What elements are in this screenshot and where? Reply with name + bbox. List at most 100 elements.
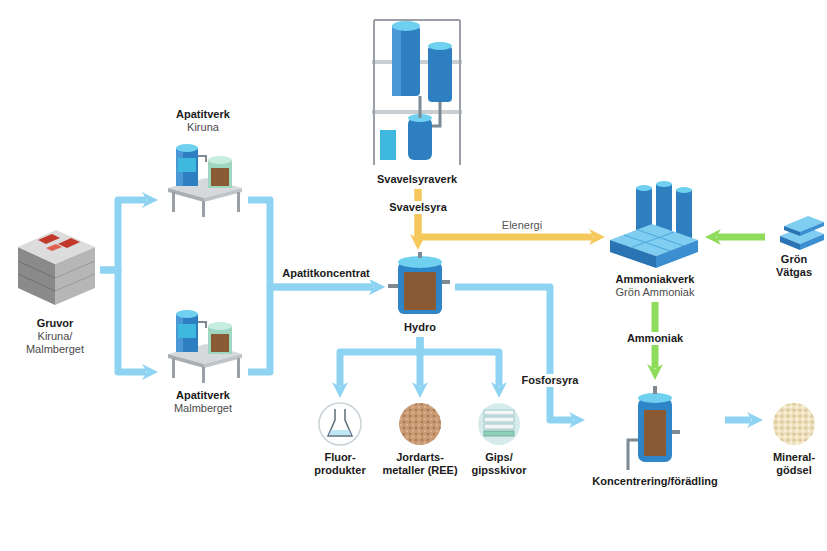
flow-arrow: [725, 417, 751, 424]
art-shape: [784, 226, 800, 236]
art-shape: [392, 21, 420, 31]
art-shape: [676, 187, 692, 193]
node-subtitle: Kiruna: [187, 121, 219, 134]
art-shape: [373, 20, 375, 165]
ree-icon: [399, 403, 441, 445]
art-shape: [484, 431, 514, 436]
art-shape: [656, 240, 698, 268]
process-node: Koncentrering/förädling: [585, 380, 725, 491]
process-node: Svavelsyraverk: [362, 5, 472, 189]
process-node: GruvorKiruna/ Malmberget: [10, 222, 100, 359]
flow-arrow: [420, 337, 499, 386]
icon-space: [794, 401, 795, 451]
art-shape: [638, 398, 672, 462]
art-shape: [38, 234, 60, 244]
art-shape: [408, 118, 432, 160]
art-shape: [676, 190, 692, 240]
flow-arrow: [455, 287, 573, 420]
node-title: Grön Vätgas: [772, 253, 816, 279]
art-shape: [399, 403, 441, 445]
art-shape: [380, 130, 396, 160]
art-shape: [656, 181, 672, 187]
icon-space: [55, 225, 56, 317]
art-shape: [644, 410, 666, 456]
node-title: Apatitverk: [176, 389, 230, 402]
art-shape: [420, 96, 440, 126]
art-shape: [428, 42, 452, 50]
art-shape: [672, 430, 680, 434]
node-title: Ammoniakverk: [616, 273, 695, 286]
icon-space: [499, 401, 500, 451]
ammonia-plant: [610, 181, 698, 268]
icon-space: [655, 383, 656, 475]
art-shape: [418, 252, 422, 258]
node-title: Svavelsyraverk: [377, 173, 457, 186]
icon-space: [420, 253, 421, 321]
art-shape: [55, 274, 95, 291]
art-shape: [58, 238, 80, 248]
apatite-plant: [168, 310, 242, 383]
art-shape: [638, 230, 684, 246]
art-shape: [372, 110, 462, 114]
sulfuric-acid-plant: [372, 20, 462, 165]
art-shape: [773, 403, 815, 445]
art-shape: [55, 261, 95, 278]
art-shape: [636, 185, 652, 191]
flow-arrow: [100, 200, 146, 270]
art-shape: [398, 262, 442, 314]
process-node: AmmoniakverkGrön Ammoniak: [605, 180, 705, 302]
apatite-plant: [168, 144, 242, 217]
process-node: ApatitverkKiruna: [158, 105, 248, 219]
art-shape: [484, 417, 514, 422]
art-shape: [624, 235, 670, 251]
refining-vessel: [628, 386, 680, 470]
flow-label: Svavelsyra: [387, 201, 449, 214]
art-shape: [800, 234, 824, 250]
art-shape: [18, 261, 55, 278]
node-subtitle: Kiruna/ Malmberget: [22, 330, 88, 356]
icon-space: [203, 303, 204, 389]
art-shape: [18, 230, 95, 264]
icon-space: [203, 134, 204, 216]
icon-space: [420, 401, 421, 451]
art-shape: [328, 409, 352, 436]
flow-arrow: [248, 287, 373, 372]
art-shape: [484, 410, 514, 415]
node-title: Jordarts- metaller (REE): [380, 451, 460, 477]
node-title: Koncentrering/förädling: [592, 475, 717, 488]
art-shape: [388, 284, 398, 288]
art-shape: [392, 26, 401, 96]
art-shape: [773, 403, 815, 445]
process-node: Fluor- produkter: [310, 398, 370, 480]
art-shape: [329, 430, 351, 435]
art-shape: [484, 424, 514, 429]
art-shape: [478, 403, 520, 445]
flow-label: Ammoniak: [625, 332, 685, 345]
art-shape: [638, 393, 672, 403]
art-shape: [459, 20, 461, 165]
hydrogen-storage: [780, 216, 824, 250]
fluor-icon: [319, 403, 361, 445]
icon-space: [417, 8, 418, 173]
art-shape: [374, 19, 460, 21]
node-title: Hydro: [404, 321, 436, 334]
gypsum-icon: [478, 403, 520, 445]
icon-space: [655, 183, 656, 273]
node-title: Apatitverk: [176, 108, 230, 121]
flow-label: Apatitkoncentrat: [280, 267, 371, 280]
node-subtitle: Grön Ammoniak: [616, 286, 695, 299]
art-shape: [780, 236, 800, 250]
art-shape: [46, 244, 62, 251]
flow-arrow: [340, 337, 420, 386]
process-node: Gips/ gipsskivor: [466, 398, 532, 480]
fertilizer-icon: [773, 403, 815, 445]
art-shape: [630, 232, 674, 248]
node-subtitle: Malmberget: [174, 402, 232, 415]
art-shape: [628, 440, 638, 470]
art-shape: [800, 222, 824, 236]
art-shape: [392, 26, 420, 96]
flow-label: Elenergi: [500, 219, 544, 232]
art-shape: [653, 386, 657, 394]
art-shape: [442, 280, 450, 284]
